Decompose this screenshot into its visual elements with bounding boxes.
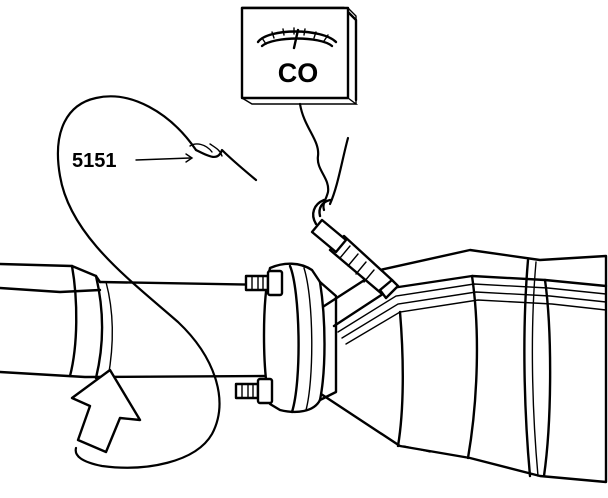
flange-bolt-upper <box>244 269 284 297</box>
cable-clip <box>189 143 223 157</box>
callout-label: 5151 <box>72 150 117 172</box>
loop-cable <box>56 95 221 469</box>
co-meter: CO <box>240 6 359 105</box>
meter-cable <box>298 102 330 212</box>
catalytic-converter <box>316 248 608 484</box>
probe-cable-tail <box>328 136 350 206</box>
exhaust-flange <box>262 262 338 414</box>
flange-bolt-lower <box>234 377 274 405</box>
sampling-probe <box>310 198 400 300</box>
pointer-arrow <box>70 368 142 454</box>
loop-cable-end <box>194 148 258 182</box>
exhaust-pipe <box>0 262 272 380</box>
callout-5151: 5151 <box>72 150 194 172</box>
meter-label: CO <box>278 58 319 88</box>
meter-needle <box>292 28 300 50</box>
